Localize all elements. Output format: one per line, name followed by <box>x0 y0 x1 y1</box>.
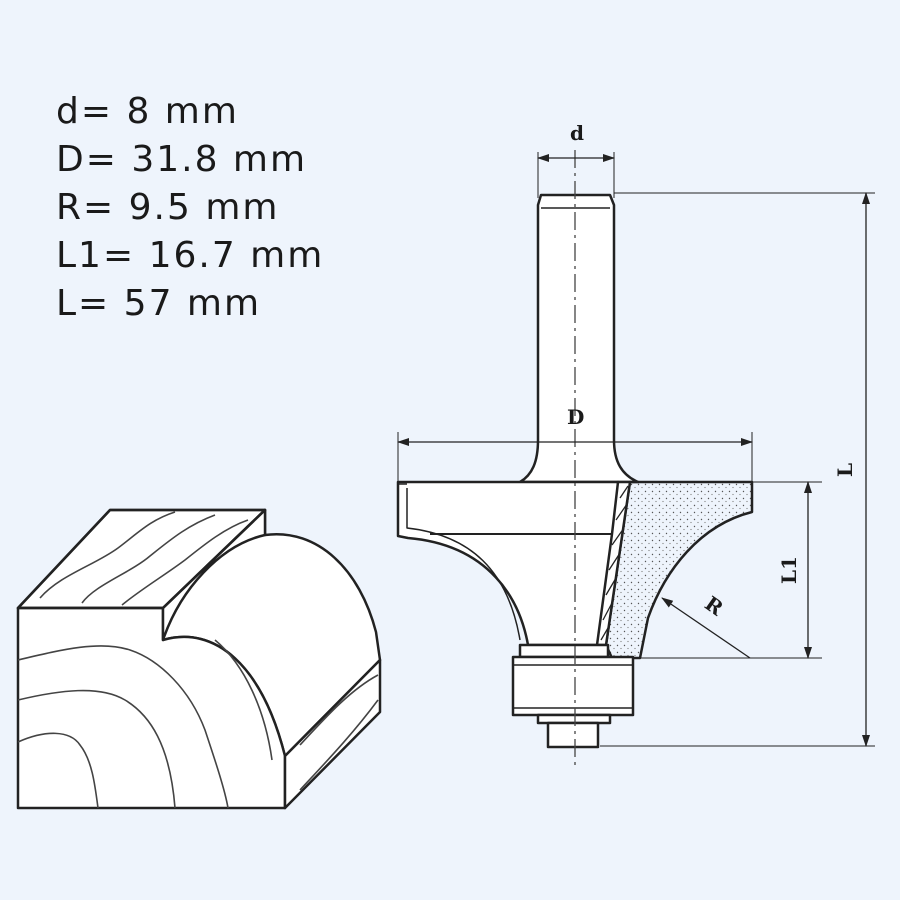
bearing-screw <box>546 721 600 749</box>
spec-shank-diameter: d= 8 mm <box>56 91 239 132</box>
spec-cutting-length: L1= 16.7 mm <box>56 235 325 276</box>
label-d: d <box>570 121 584 145</box>
label-L1: L1 <box>777 556 801 584</box>
wood-grain-lines <box>17 511 379 809</box>
bearing <box>511 655 635 717</box>
label-L: L <box>833 463 857 477</box>
wood-inner-rounded-face <box>161 508 267 642</box>
spec-total-length: L= 57 mm <box>56 283 262 324</box>
spec-radius: R= 9.5 mm <box>56 187 280 228</box>
carbide-cutter <box>604 480 754 660</box>
label-D: D <box>567 405 584 429</box>
spec-cutter-diameter: D= 31.8 mm <box>56 139 308 180</box>
wood-profile-illustration <box>16 508 382 810</box>
cutter-body <box>396 480 620 647</box>
label-R: R <box>700 591 728 620</box>
spec-list: d= 8 mm D= 31.8 mm R= 9.5 mm L1= 16.7 mm… <box>56 88 324 328</box>
dimension-lines <box>397 152 875 747</box>
collar <box>518 643 610 659</box>
router-bit <box>396 193 754 749</box>
wood-side-face <box>283 658 382 810</box>
dim-R-leader <box>661 597 751 659</box>
shank <box>518 193 640 484</box>
